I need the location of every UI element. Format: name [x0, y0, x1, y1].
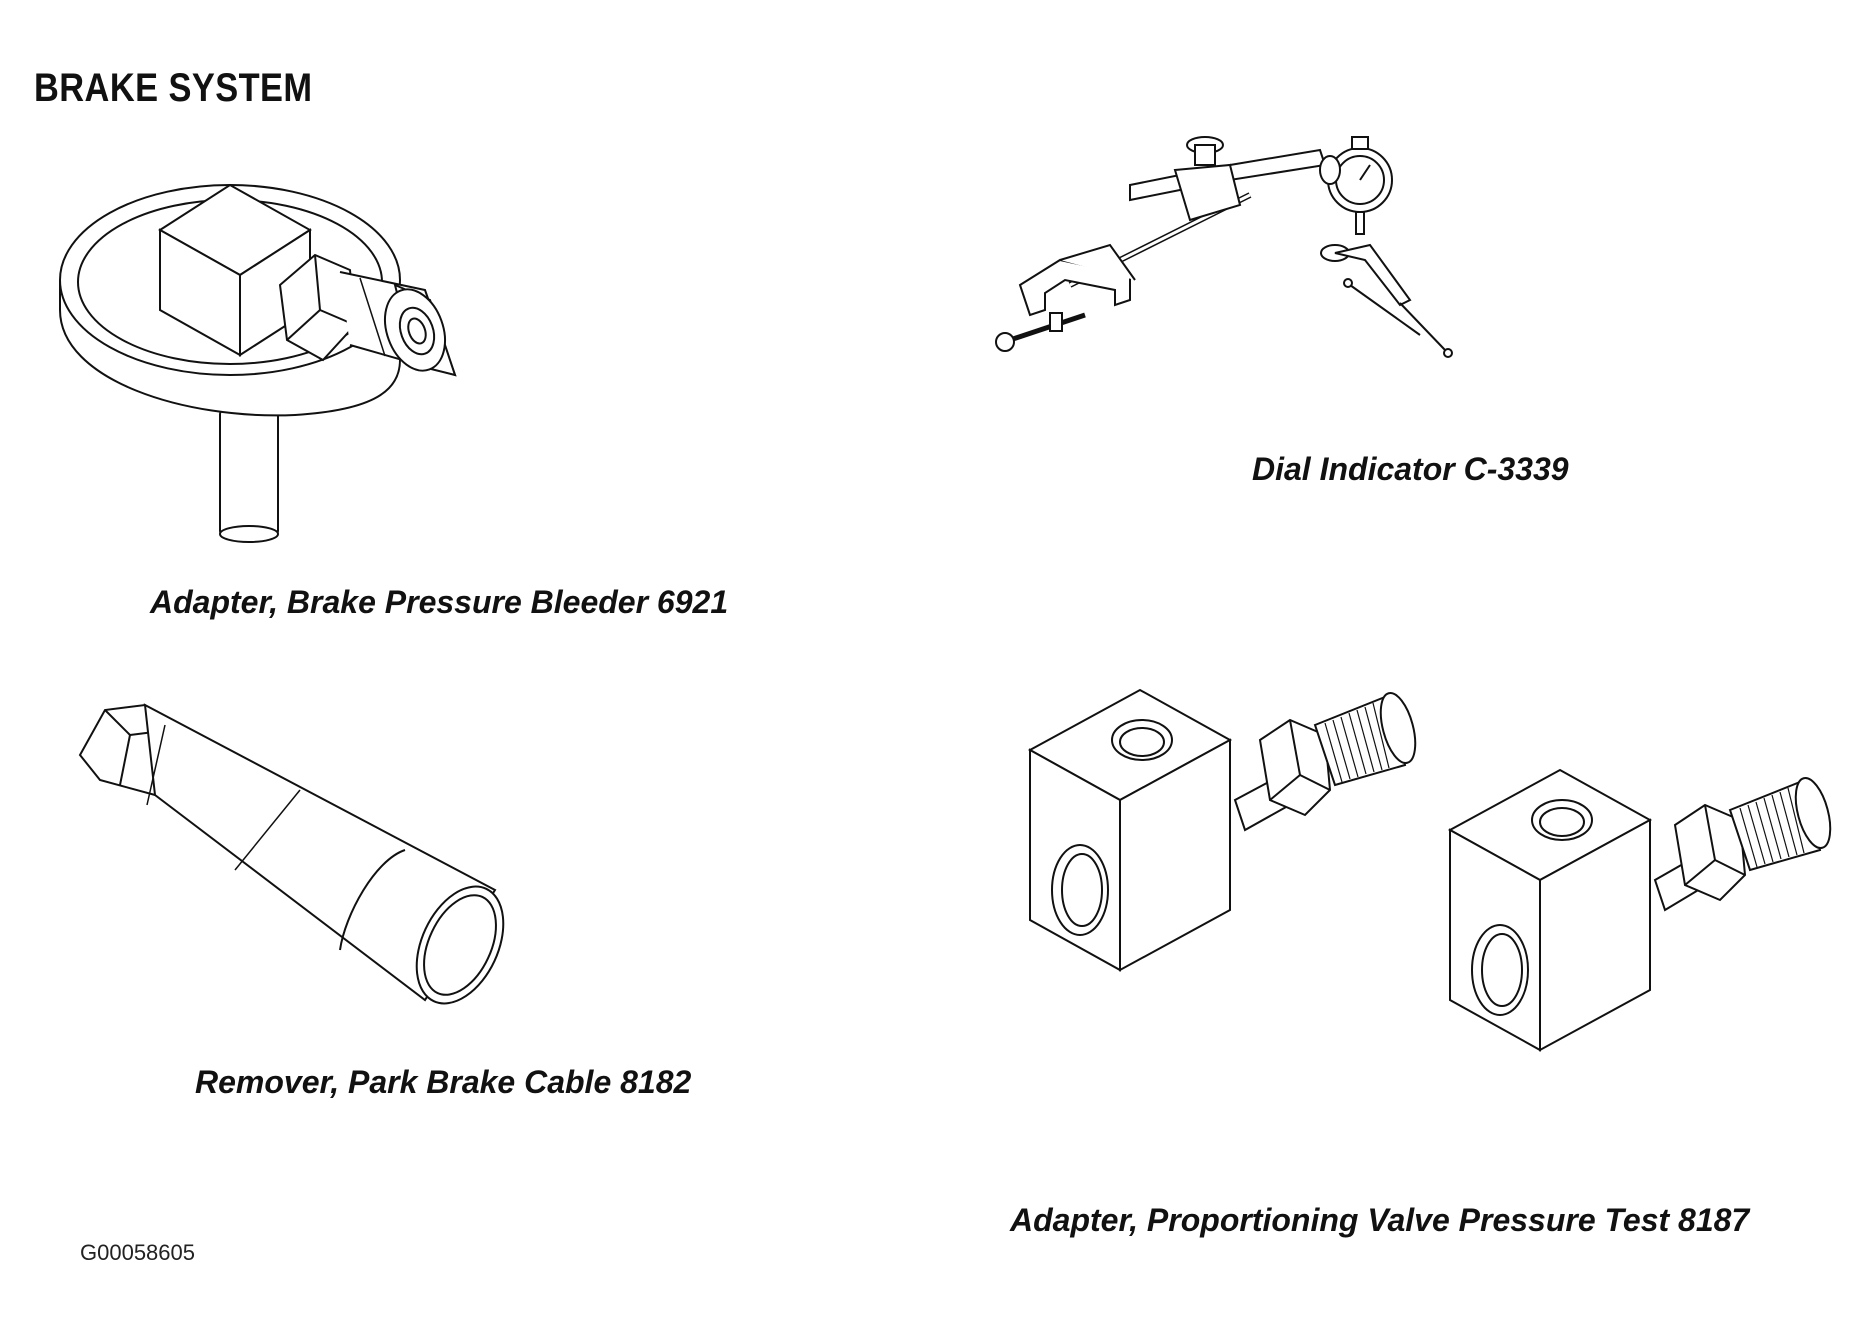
- tool-caption-proportioning-valve-adapter: Adapter, Proportioning Valve Pressure Te…: [1010, 1202, 1750, 1238]
- tool-caption-bleeder-adapter: Adapter, Brake Pressure Bleeder 6921: [150, 584, 729, 620]
- tool-caption-park-brake-cable-remover: Remover, Park Brake Cable 8182: [195, 1064, 692, 1100]
- figure-id: G00058605: [80, 1240, 195, 1265]
- tool-caption-dial-indicator: Dial Indicator C-3339: [1252, 451, 1569, 487]
- page-title: BRAKE SYSTEM: [34, 66, 313, 110]
- bleeder-adapter-icon: [55, 160, 555, 540]
- cable-remover-icon: [75, 700, 515, 1020]
- dial-indicator-icon: [990, 125, 1460, 385]
- valve-adapter-icon: [1020, 680, 1840, 1100]
